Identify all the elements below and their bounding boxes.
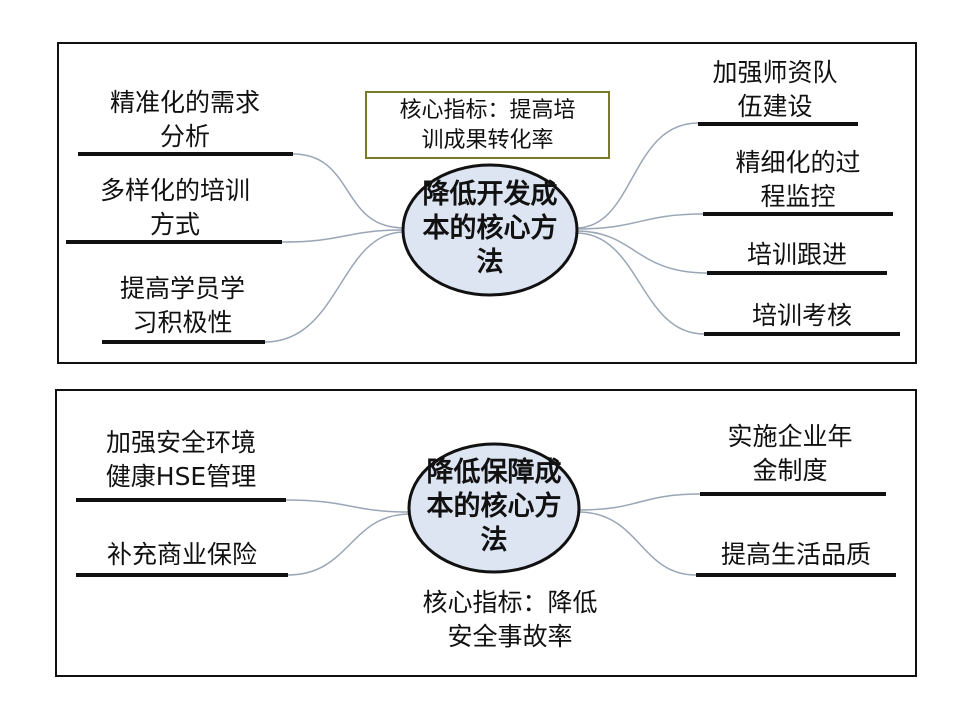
center-text-line: 本的核心方 <box>422 213 558 244</box>
right-node-training-assessment: 培训考核 <box>704 299 900 333</box>
connector <box>292 153 405 229</box>
center-text-line: 降低保障成 <box>426 457 562 488</box>
right-node-enterprise-annuity: 实施企业年 金制度 <box>700 420 880 488</box>
node-text: 培训考核 <box>751 301 852 330</box>
node-text: 加强安全环境 <box>105 428 256 457</box>
node-text: 精细化的过 <box>735 148 861 177</box>
node-text: 方式 <box>149 210 200 239</box>
right-node-training-followup: 培训跟进 <box>707 238 887 272</box>
connector <box>575 230 708 274</box>
node-underline <box>76 498 286 502</box>
center-text-line: 法 <box>480 525 508 556</box>
kpi-text: 核心指标：降低 <box>422 588 598 617</box>
right-node-process-monitoring: 精细化的过 程监控 <box>703 146 893 214</box>
right-node-faculty: 加强师资队 伍建设 <box>690 56 860 124</box>
left-node-commercial-insurance: 补充商业保险 <box>76 538 288 572</box>
kpi-text: 核心指标：提高培 <box>399 98 576 123</box>
connector <box>264 231 405 343</box>
connector <box>575 232 705 335</box>
center-text-line: 本的核心方 <box>426 491 562 522</box>
node-underline <box>704 332 900 336</box>
connector <box>287 513 411 576</box>
kpi-text: 安全事故率 <box>447 622 573 651</box>
kpi-text: 训成果转化率 <box>421 128 554 153</box>
center-circle <box>407 442 581 574</box>
node-text: 实施企业年 <box>727 422 853 451</box>
node-underline <box>696 573 896 577</box>
node-underline <box>76 573 288 577</box>
node-text: 精准化的需求 <box>109 88 260 117</box>
connector <box>577 511 697 576</box>
node-underline <box>102 340 265 344</box>
node-text: 金制度 <box>752 456 828 485</box>
connector <box>575 213 704 230</box>
center-text-line: 降低开发成 <box>422 179 558 210</box>
node-underline <box>698 122 858 126</box>
node-underline <box>66 240 282 244</box>
node-underline <box>700 492 886 496</box>
connector <box>577 493 701 511</box>
node-underline <box>78 152 293 156</box>
left-node-needs-analysis: 精准化的需求 分析 <box>80 86 290 154</box>
node-text: 加强师资队 <box>712 58 838 87</box>
node-text: 伍建设 <box>737 92 813 121</box>
node-text: 习积极性 <box>132 308 233 337</box>
right-node-life-quality: 提高生活品质 <box>696 538 896 572</box>
node-text: 程监控 <box>760 182 836 211</box>
node-text: 提高生活品质 <box>720 540 871 569</box>
left-node-training-methods: 多样化的培训 方式 <box>68 174 282 242</box>
left-node-hse-management: 加强安全环境 健康HSE管理 <box>76 426 286 494</box>
left-node-learner-motivation: 提高学员学 习积极性 <box>100 272 265 340</box>
node-text: 分析 <box>159 122 210 151</box>
node-text: 补充商业保险 <box>106 540 257 569</box>
center-label-bottom: 降低保障成 本的核心方 法 <box>409 456 579 558</box>
center-circle <box>401 163 579 297</box>
connector <box>285 499 411 513</box>
connector <box>575 122 699 229</box>
kpi-box-top: 核心指标：提高培 训成果转化率 <box>365 91 610 159</box>
center-text-line: 法 <box>476 247 504 278</box>
node-text: 多样化的培训 <box>99 176 250 205</box>
connector <box>281 229 405 243</box>
node-text: 提高学员学 <box>119 274 245 303</box>
node-underline <box>707 271 887 275</box>
node-underline <box>703 212 893 216</box>
node-text: 培训跟进 <box>746 240 847 269</box>
kpi-text-bottom: 核心指标：降低 安全事故率 <box>390 586 630 654</box>
node-text: 健康HSE管理 <box>105 462 257 491</box>
center-label-top: 降低开发成 本的核心方 法 <box>403 178 577 280</box>
